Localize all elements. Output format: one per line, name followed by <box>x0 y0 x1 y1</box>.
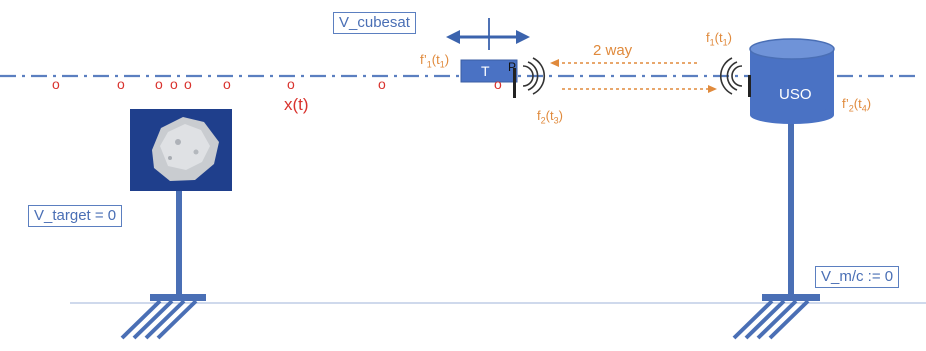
trajectory-marker: o <box>223 76 231 92</box>
uso-label: USO <box>779 86 812 103</box>
trajectory-marker: o <box>287 76 295 92</box>
trajectory-marker: o <box>117 76 125 92</box>
mc-mast <box>788 122 794 298</box>
downlink-arrow <box>562 85 717 93</box>
target-mast <box>176 191 182 297</box>
trajectory-marker: o <box>494 76 502 92</box>
target-base <box>150 294 206 301</box>
mc-ground-hatch <box>732 299 810 340</box>
v-mc-label: V_m/c := 0 <box>815 266 900 288</box>
cubesat-body <box>460 59 518 83</box>
uso-signal-icon <box>719 57 743 95</box>
mc-base <box>762 294 820 301</box>
uplink-arrow <box>550 59 700 67</box>
trajectory-marker: o <box>155 76 163 92</box>
velocity-arrow <box>446 18 530 50</box>
trajectory-marker: o <box>170 76 178 92</box>
v-target-label: V_target = 0 <box>28 205 123 227</box>
f1-t1-label: f1(t1) <box>706 30 732 48</box>
target-ground-hatch <box>120 299 198 340</box>
transponder-label: T <box>481 63 490 79</box>
position-label: x(t) <box>284 95 309 114</box>
f1-prime-t1-label: f’1(t1) <box>420 52 450 70</box>
uso-antenna <box>748 75 751 97</box>
trajectory-marker: o <box>378 76 386 92</box>
p-label: P <box>508 60 517 74</box>
asteroid-image <box>130 109 232 191</box>
uso-cylinder <box>749 38 835 124</box>
cubesat-signal-icon <box>522 57 546 95</box>
f2-t3-label: f2(t3) <box>537 108 563 126</box>
two-way-label: 2 way <box>593 42 633 59</box>
cubesat-antenna <box>513 68 516 98</box>
f2-prime-t4-label: f’2(t4) <box>842 96 872 114</box>
trajectory-marker: o <box>184 76 192 92</box>
trajectory-marker: o <box>52 76 60 92</box>
v-cubesat-label: V_cubesat <box>333 12 416 34</box>
